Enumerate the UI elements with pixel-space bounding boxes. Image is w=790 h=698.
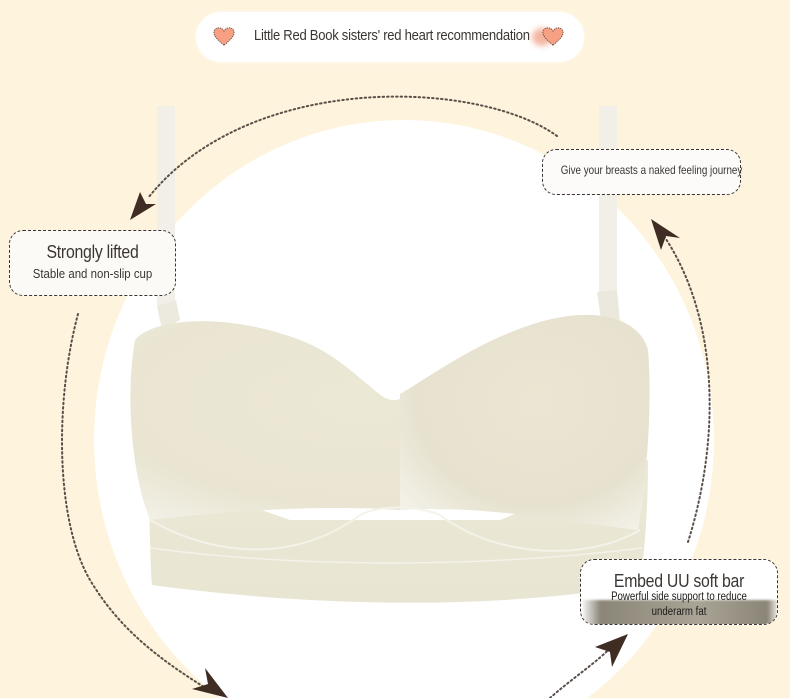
heart-icon [213,27,235,46]
callout-heading: Embed UU soft bar [613,571,745,591]
callout-subtitle: Powerful side support to reduce underarm… [611,591,747,618]
callout-strongly-lifted: Strongly lifted Stable and non-slip cup [9,230,176,296]
arrow-head-top-left [130,192,156,220]
dotted-arc-bottom [549,645,613,698]
callout-heading: Strongly lifted [46,242,139,262]
heart-icon [542,27,564,46]
recommendation-banner: Little Red Book sisters' red heart recom… [196,12,584,62]
callout-naked-feeling: Give your breasts a naked feeling journe… [542,149,743,195]
dotted-arc-right [663,235,711,543]
banner-title: Little Red Book sisters' red heart recom… [254,28,530,44]
arrow-head-right [651,219,680,250]
dotted-arc-top [147,95,558,199]
dotted-arc-left [61,313,213,693]
arrow-head-bottom-left [192,668,228,698]
shadow-band [581,600,777,624]
callout-subtitle: Stable and non-slip cup [32,266,153,281]
arrow-head-bottom-right [595,634,628,667]
callout-soft-bar: Embed UU soft bar Powerful side support … [580,559,778,625]
callout-subtitle: Give your breasts a naked feeling journe… [560,163,743,177]
